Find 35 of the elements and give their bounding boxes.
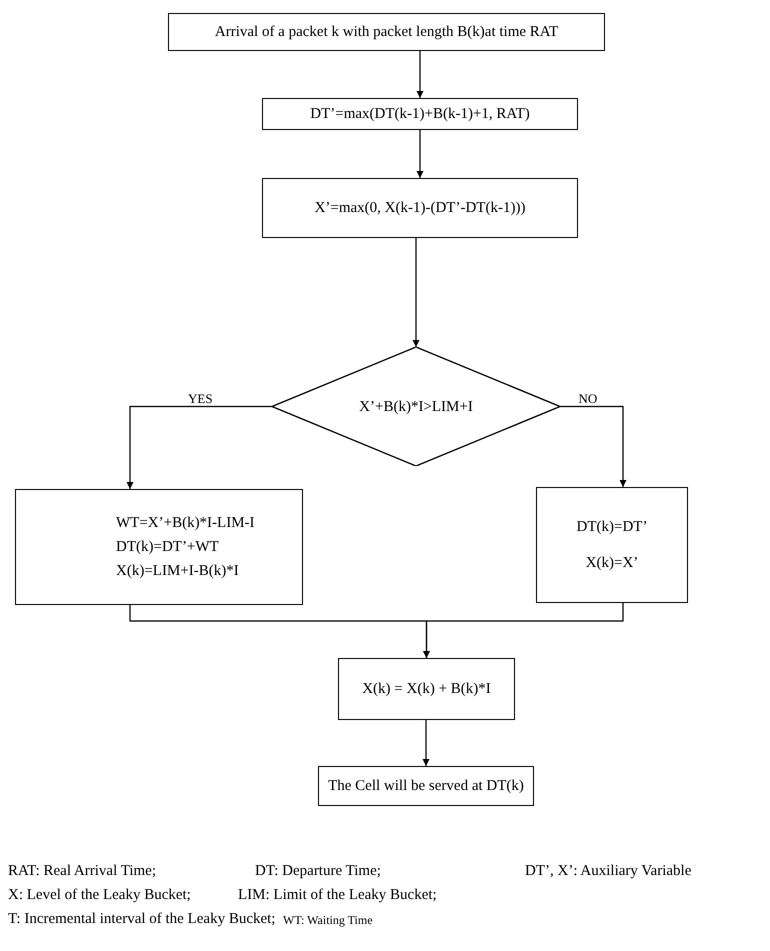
legend-note: DT: Departure Time; xyxy=(255,863,381,880)
edge-label: NO xyxy=(578,392,598,404)
process-box xyxy=(318,766,534,806)
process-box xyxy=(262,98,578,130)
process-box xyxy=(262,178,578,238)
formula-text: X’+B(k)*I>LIM+I xyxy=(359,398,473,416)
arrow xyxy=(412,238,420,347)
decision-diamond xyxy=(272,347,560,466)
formula-text: X(k)=X’ xyxy=(586,554,638,573)
process-box xyxy=(168,13,605,51)
arrow xyxy=(416,51,424,98)
formula-text: DT’=max(DT(k-1)+B(k-1)+1, RAT) xyxy=(310,105,530,124)
formula-text: X(k)=LIM+I-B(k)*I xyxy=(116,562,239,581)
legend-note: RAT: Real Arrival Time; xyxy=(8,863,156,880)
arrow xyxy=(560,406,626,487)
process-box xyxy=(15,489,303,605)
arrow xyxy=(423,603,624,658)
arrow xyxy=(416,130,424,178)
arrow xyxy=(422,720,430,766)
formula-text: DT(k)=DT’ xyxy=(576,518,648,537)
formula-text: WT=X’+B(k)*I-LIM-I xyxy=(116,514,255,533)
process-box xyxy=(338,658,515,720)
process-box xyxy=(536,487,688,603)
legend-note: X: Level of the Leaky Bucket; xyxy=(8,887,191,904)
formula-text: DT(k)=DT’+WT xyxy=(116,538,219,557)
legend-note: DT’, X’: Auxiliary Variable xyxy=(525,863,692,880)
legend-note: WT: Waiting Time xyxy=(283,913,373,928)
formula-text: The Cell will be served at DT(k) xyxy=(328,777,524,796)
edge-label: YES xyxy=(187,392,214,404)
formula-text: Arrival of a packet k with packet length B(k)at time RAT xyxy=(214,23,558,42)
formula-text: X(k) = X(k) + B(k)*I xyxy=(362,680,491,699)
legend-note: LIM: Limit of the Leaky Bucket; xyxy=(238,887,437,904)
formula-text: X’=max(0, X(k-1)-(DT’-DT(k-1))) xyxy=(314,199,526,218)
legend-note: T: Incremental interval of the Leaky Bucket; xyxy=(8,911,276,928)
arrow xyxy=(126,406,272,489)
